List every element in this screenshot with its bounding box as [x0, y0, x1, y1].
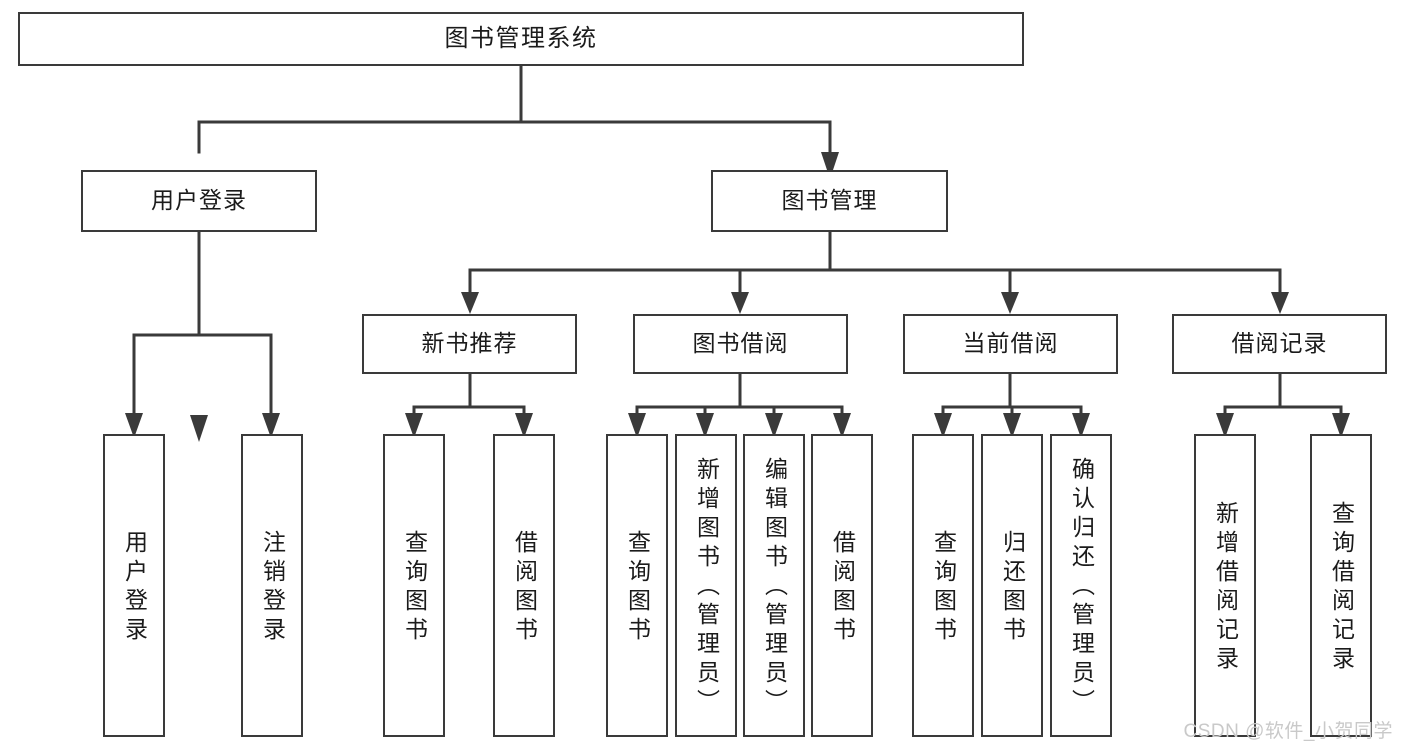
node-borrow-record[interactable]: 借阅记录	[1172, 314, 1387, 374]
leaf-new-book-query[interactable]: 查询图书	[383, 434, 445, 737]
leaf-borrow-record-add[interactable]: 新增借阅记录	[1194, 434, 1256, 737]
leaf-user-login-logout[interactable]: 注销登录	[241, 434, 303, 737]
node-label: 借阅记录	[1231, 330, 1328, 357]
node-label: 图书管理	[781, 187, 878, 214]
leaf-book-borrow-query[interactable]: 查询图书	[606, 434, 668, 737]
node-label: 注销登录	[259, 529, 286, 646]
leaf-book-borrow-edit[interactable]: 编辑图书（管理员）	[743, 434, 805, 737]
node-user-login[interactable]: 用户登录	[81, 170, 317, 232]
node-label: 图书借阅	[692, 330, 789, 357]
node-label: 借阅图书	[829, 529, 856, 646]
node-label: 用户登录	[121, 529, 148, 646]
leaf-book-borrow-add[interactable]: 新增图书（管理员）	[675, 434, 737, 737]
node-new-book-recommend[interactable]: 新书推荐	[362, 314, 577, 374]
node-label: 新书推荐	[421, 330, 518, 357]
node-label: 查询借阅记录	[1328, 500, 1355, 675]
node-label: 确认归还（管理员）	[1068, 457, 1095, 718]
node-label: 查询图书	[930, 529, 957, 646]
node-label: 用户登录	[151, 187, 247, 214]
node-root-book-management-system[interactable]: 图书管理系统	[18, 12, 1024, 66]
watermark-text: CSDN @软件_小贺同学	[1183, 721, 1393, 742]
node-book-management[interactable]: 图书管理	[711, 170, 948, 232]
node-label: 新增图书（管理员）	[693, 457, 720, 718]
node-label: 编辑图书（管理员）	[761, 457, 788, 718]
leaf-current-borrow-query[interactable]: 查询图书	[912, 434, 974, 737]
leaf-user-login-login[interactable]: 用户登录	[103, 434, 165, 737]
node-current-borrow[interactable]: 当前借阅	[903, 314, 1118, 374]
node-label: 归还图书	[999, 529, 1026, 646]
node-label: 新增借阅记录	[1212, 500, 1239, 675]
leaf-current-borrow-return[interactable]: 归还图书	[981, 434, 1043, 737]
node-label: 图书管理系统	[444, 24, 598, 52]
node-label: 借阅图书	[511, 529, 538, 646]
leaf-book-borrow-borrow[interactable]: 借阅图书	[811, 434, 873, 737]
node-label: 查询图书	[624, 529, 651, 646]
node-label: 当前借阅	[962, 330, 1059, 357]
node-label: 查询图书	[401, 529, 428, 646]
node-book-borrow[interactable]: 图书借阅	[633, 314, 848, 374]
leaf-new-book-borrow[interactable]: 借阅图书	[493, 434, 555, 737]
leaf-current-borrow-confirm-return[interactable]: 确认归还（管理员）	[1050, 434, 1112, 737]
leaf-borrow-record-query[interactable]: 查询借阅记录	[1310, 434, 1372, 737]
